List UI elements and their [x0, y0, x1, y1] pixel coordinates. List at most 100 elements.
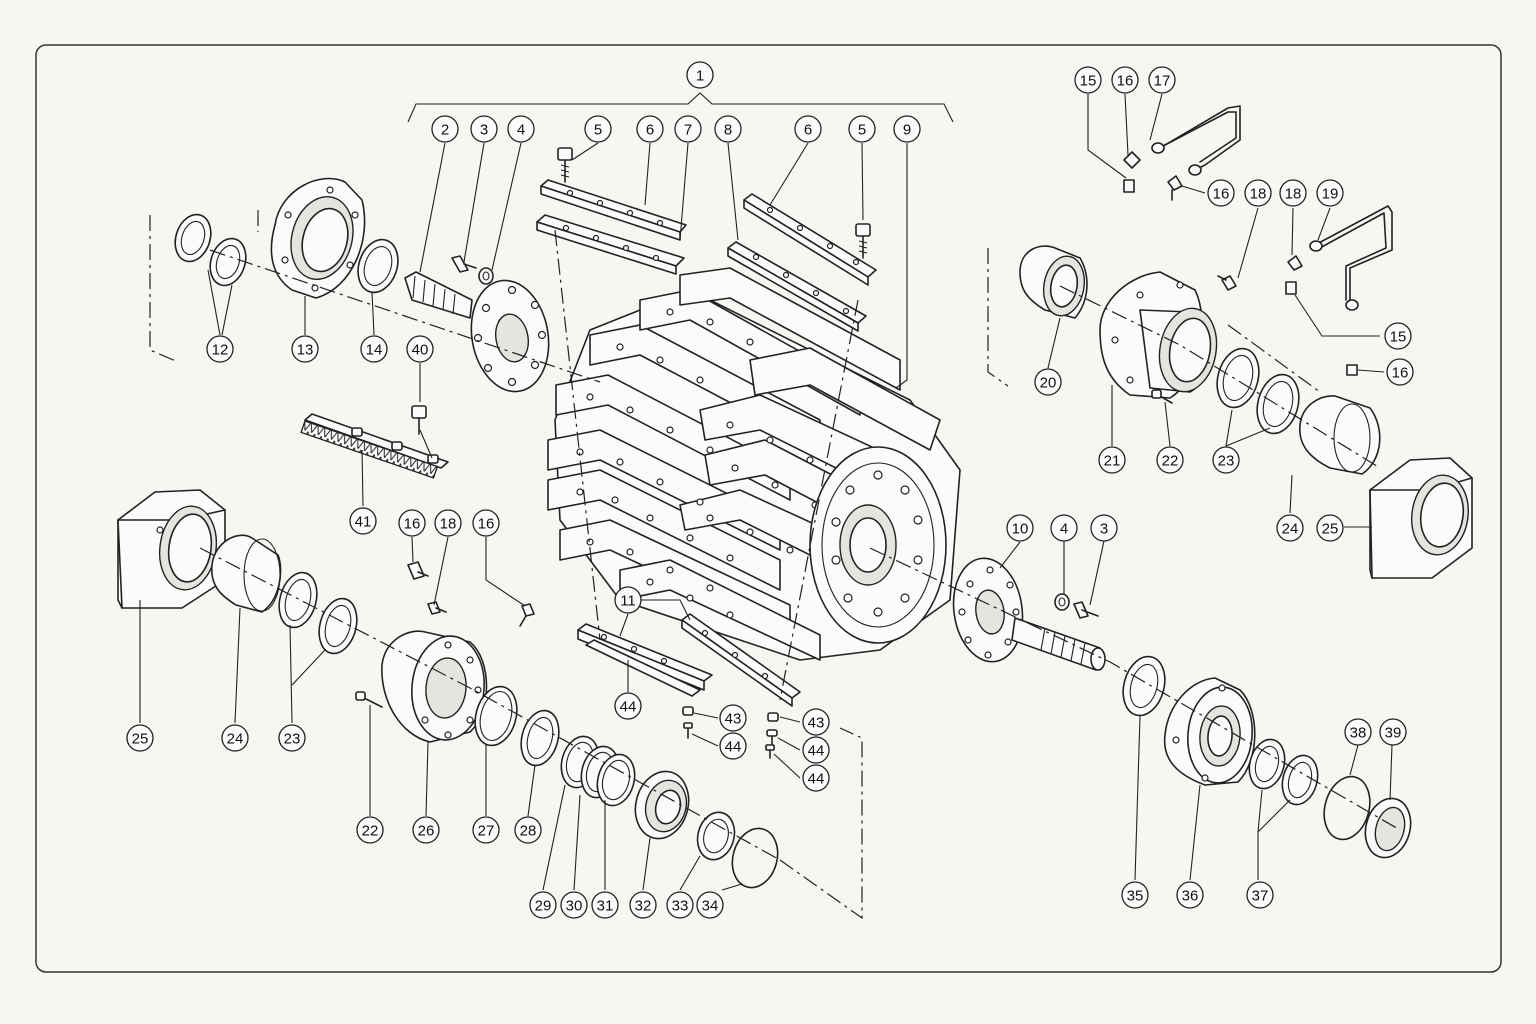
callout-label: 34 — [702, 898, 719, 915]
callout-label: 40 — [412, 342, 429, 359]
callout-3: 3 — [470, 115, 498, 143]
wear-strip-left — [536, 179, 687, 275]
seals-37 — [1248, 738, 1319, 806]
callout-label: 33 — [672, 898, 689, 915]
callout-label: 13 — [297, 342, 314, 359]
callout-32: 32 — [629, 891, 657, 919]
flange-housing-13 — [270, 177, 366, 299]
callout-28: 28 — [514, 816, 542, 844]
callout-16: 16 — [472, 509, 500, 537]
callout-label: 32 — [635, 898, 652, 915]
callout-5: 5 — [584, 115, 612, 143]
callout-label: 4 — [1060, 521, 1068, 538]
callout-44: 44 — [719, 732, 747, 760]
callout-label: 28 — [520, 823, 537, 840]
callout-29: 29 — [529, 891, 557, 919]
seal-35 — [1122, 655, 1166, 717]
bolt-3-upper — [451, 255, 477, 273]
cap-39 — [1364, 797, 1412, 859]
callout-24: 24 — [221, 724, 249, 752]
callout-label: 44 — [808, 771, 825, 788]
callout-label: 3 — [1100, 521, 1108, 538]
callout-18: 18 — [1244, 179, 1272, 207]
o-ring-38 — [1323, 775, 1371, 841]
callout-31: 31 — [591, 891, 619, 919]
callout-44: 44 — [802, 764, 830, 792]
callout-37: 37 — [1246, 881, 1274, 909]
callout-16: 16 — [1207, 179, 1235, 207]
callout-15: 15 — [1074, 66, 1102, 94]
callout-label: 23 — [284, 731, 301, 748]
callout-25: 25 — [1316, 514, 1344, 542]
callout-13: 13 — [291, 335, 319, 363]
rings-23-right — [1216, 347, 1300, 435]
callout-35: 35 — [1121, 881, 1149, 909]
bolt-5-right — [855, 223, 871, 259]
callout-label: 27 — [478, 823, 495, 840]
callout-label: 16 — [1392, 365, 1409, 382]
rings-23-left — [278, 571, 358, 655]
callout-6: 6 — [794, 115, 822, 143]
bolt-40 — [411, 405, 427, 435]
fittings-16-18-left — [407, 561, 535, 627]
callout-33: 33 — [666, 891, 694, 919]
bolt-3-right — [1073, 601, 1099, 619]
housing-21 — [1099, 271, 1218, 399]
callout-41: 41 — [349, 507, 377, 535]
callout-26: 26 — [412, 816, 440, 844]
callout-34: 34 — [696, 891, 724, 919]
callout-label: 3 — [480, 122, 488, 139]
seal-33 — [696, 811, 736, 861]
lube-lines-15-19 — [1123, 105, 1393, 376]
callout-label: 22 — [1162, 453, 1179, 470]
callout-label: 44 — [620, 699, 637, 716]
callout-label: 16 — [1117, 73, 1134, 90]
callout-14: 14 — [360, 335, 388, 363]
callout-25: 25 — [126, 724, 154, 752]
callout-18: 18 — [434, 509, 462, 537]
callout-43: 43 — [719, 704, 747, 732]
callout-24: 24 — [1276, 514, 1304, 542]
callout-label: 10 — [1012, 521, 1029, 538]
callout-23: 23 — [1212, 446, 1240, 474]
callout-label: 9 — [903, 122, 911, 139]
wear-strip-right — [727, 193, 877, 332]
nut-4-upper — [478, 267, 494, 285]
callout-label: 7 — [684, 122, 692, 139]
callout-36: 36 — [1176, 881, 1204, 909]
callout-9: 9 — [893, 115, 921, 143]
callout-10: 10 — [1006, 514, 1034, 542]
callout-label: 18 — [1250, 186, 1267, 203]
callout-label: 20 — [1040, 375, 1057, 392]
callout-18: 18 — [1279, 179, 1307, 207]
callout-16: 16 — [1386, 358, 1414, 386]
callout-20: 20 — [1034, 368, 1062, 396]
bearing-20 — [1019, 245, 1088, 319]
callout-40: 40 — [406, 335, 434, 363]
callout-label: 19 — [1322, 186, 1339, 203]
callout-label: 44 — [808, 743, 825, 760]
callout-label: 29 — [535, 898, 552, 915]
stub-shaft-2 — [404, 271, 550, 393]
hub-26 — [381, 630, 488, 743]
o-ring-34 — [731, 827, 779, 889]
leader-lines — [139, 93, 1393, 891]
stub-shaft-10 — [952, 557, 1106, 671]
callout-label: 36 — [1182, 888, 1199, 905]
callout-label: 17 — [1154, 73, 1171, 90]
bolt-22-left — [355, 691, 383, 708]
callout-label: 15 — [1390, 329, 1407, 346]
callout-4: 4 — [507, 115, 535, 143]
callout-11: 11 — [614, 586, 642, 614]
bearing-block-25-right — [1369, 457, 1473, 579]
nut-4-right — [1054, 593, 1070, 611]
callout-22: 22 — [1156, 446, 1184, 474]
callout-label: 6 — [804, 122, 812, 139]
callout-label: 8 — [724, 122, 732, 139]
callout-19: 19 — [1316, 179, 1344, 207]
callout-label: 39 — [1385, 725, 1402, 742]
callout-label: 18 — [1285, 186, 1302, 203]
callout-6: 6 — [636, 115, 664, 143]
